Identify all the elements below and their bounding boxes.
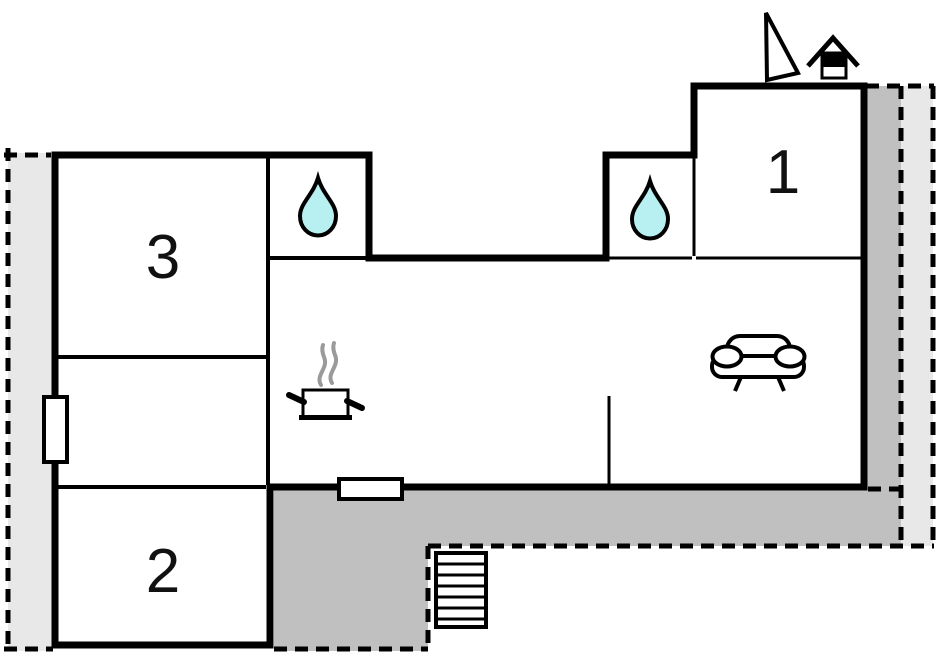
stairs-treads	[436, 562, 486, 621]
pot-body	[301, 388, 350, 419]
terrace-boundaries	[4, 83, 936, 652]
terrace-areas	[8, 86, 933, 651]
sofa-leg	[733, 376, 743, 392]
house-icon	[806, 34, 860, 80]
room-3-label: 3	[145, 223, 181, 292]
water-drop-icon	[297, 170, 339, 238]
steam-line	[317, 343, 328, 387]
sofa-armrest	[773, 344, 807, 369]
house-roof	[806, 34, 860, 68]
window-icon	[42, 395, 69, 464]
stairs-icon	[434, 551, 488, 629]
interior-walls	[57, 157, 861, 489]
sail-flag-icon	[764, 12, 801, 83]
pot-handle-left	[286, 392, 307, 405]
sofa-armrest	[710, 344, 744, 369]
terrace-bottom-left	[274, 546, 428, 651]
terrace-right-outer	[901, 86, 933, 546]
sofa-leg	[776, 376, 786, 392]
room-2-label: 2	[145, 537, 181, 606]
sofa-icon	[710, 334, 807, 392]
house-band	[820, 52, 848, 67]
steam-line	[328, 341, 339, 385]
room-1-label: 1	[765, 138, 801, 207]
window-icon	[337, 477, 404, 501]
cooking-pot-icon	[286, 341, 365, 420]
water-drop-icon	[629, 173, 671, 241]
pot-handle-right	[344, 398, 365, 411]
terrace-right-inner	[864, 86, 901, 546]
